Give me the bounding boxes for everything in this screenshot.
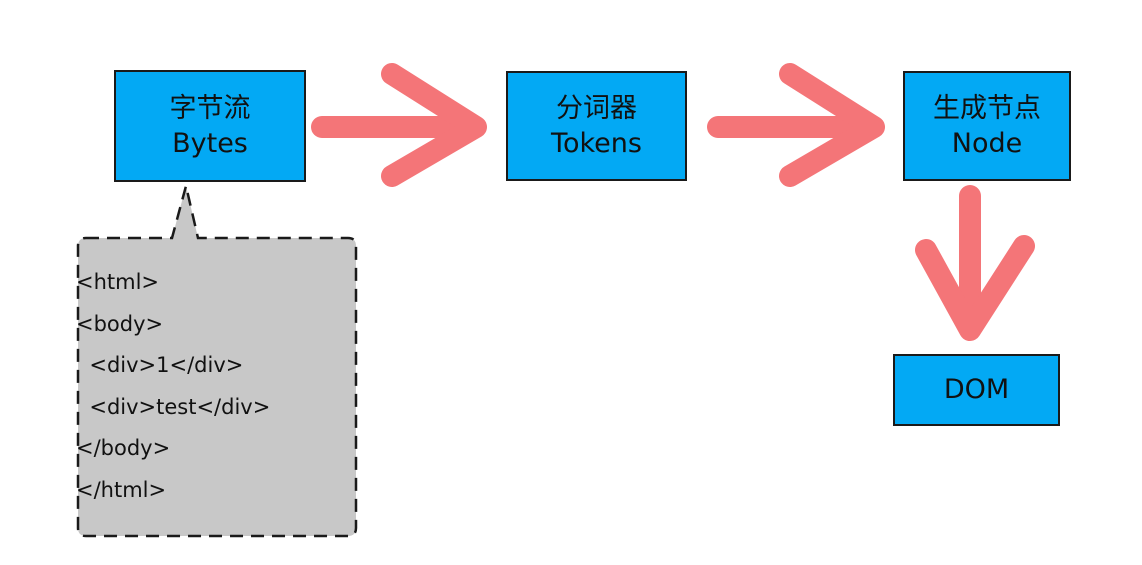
code-line: <div>1</div> — [76, 353, 244, 377]
arrow-node-to-dom — [915, 185, 1035, 341]
code-line: <html> — [76, 270, 160, 294]
code-line: </html> — [76, 477, 167, 502]
bytes-node: 字节流 Bytes — [114, 70, 306, 182]
html-code-snippet: <html> <body> <div>1</div> <div>test</di… — [76, 262, 356, 511]
code-line: </body> — [76, 436, 171, 460]
code-callout-bubble — [76, 185, 358, 538]
tokens-node-zh: 分词器 — [556, 92, 637, 124]
node-node-en: Node — [951, 128, 1023, 159]
dom-node: DOM — [893, 354, 1060, 426]
tokens-node: 分词器 Tokens — [506, 71, 687, 181]
dom-node-en: DOM — [943, 374, 1010, 406]
code-line: <div>test</div> — [76, 394, 271, 419]
arrow-bytes-to-tokens — [311, 63, 487, 187]
code-line: <body> — [76, 311, 164, 336]
bytes-node-zh: 字节流 — [169, 92, 251, 124]
node-node: 生成节点 Node — [903, 71, 1071, 181]
node-node-zh: 生成节点 — [933, 92, 1041, 124]
arrow-tokens-to-node — [707, 63, 885, 187]
tokens-node-en: Tokens — [551, 128, 642, 159]
bytes-node-en: Bytes — [172, 128, 248, 159]
